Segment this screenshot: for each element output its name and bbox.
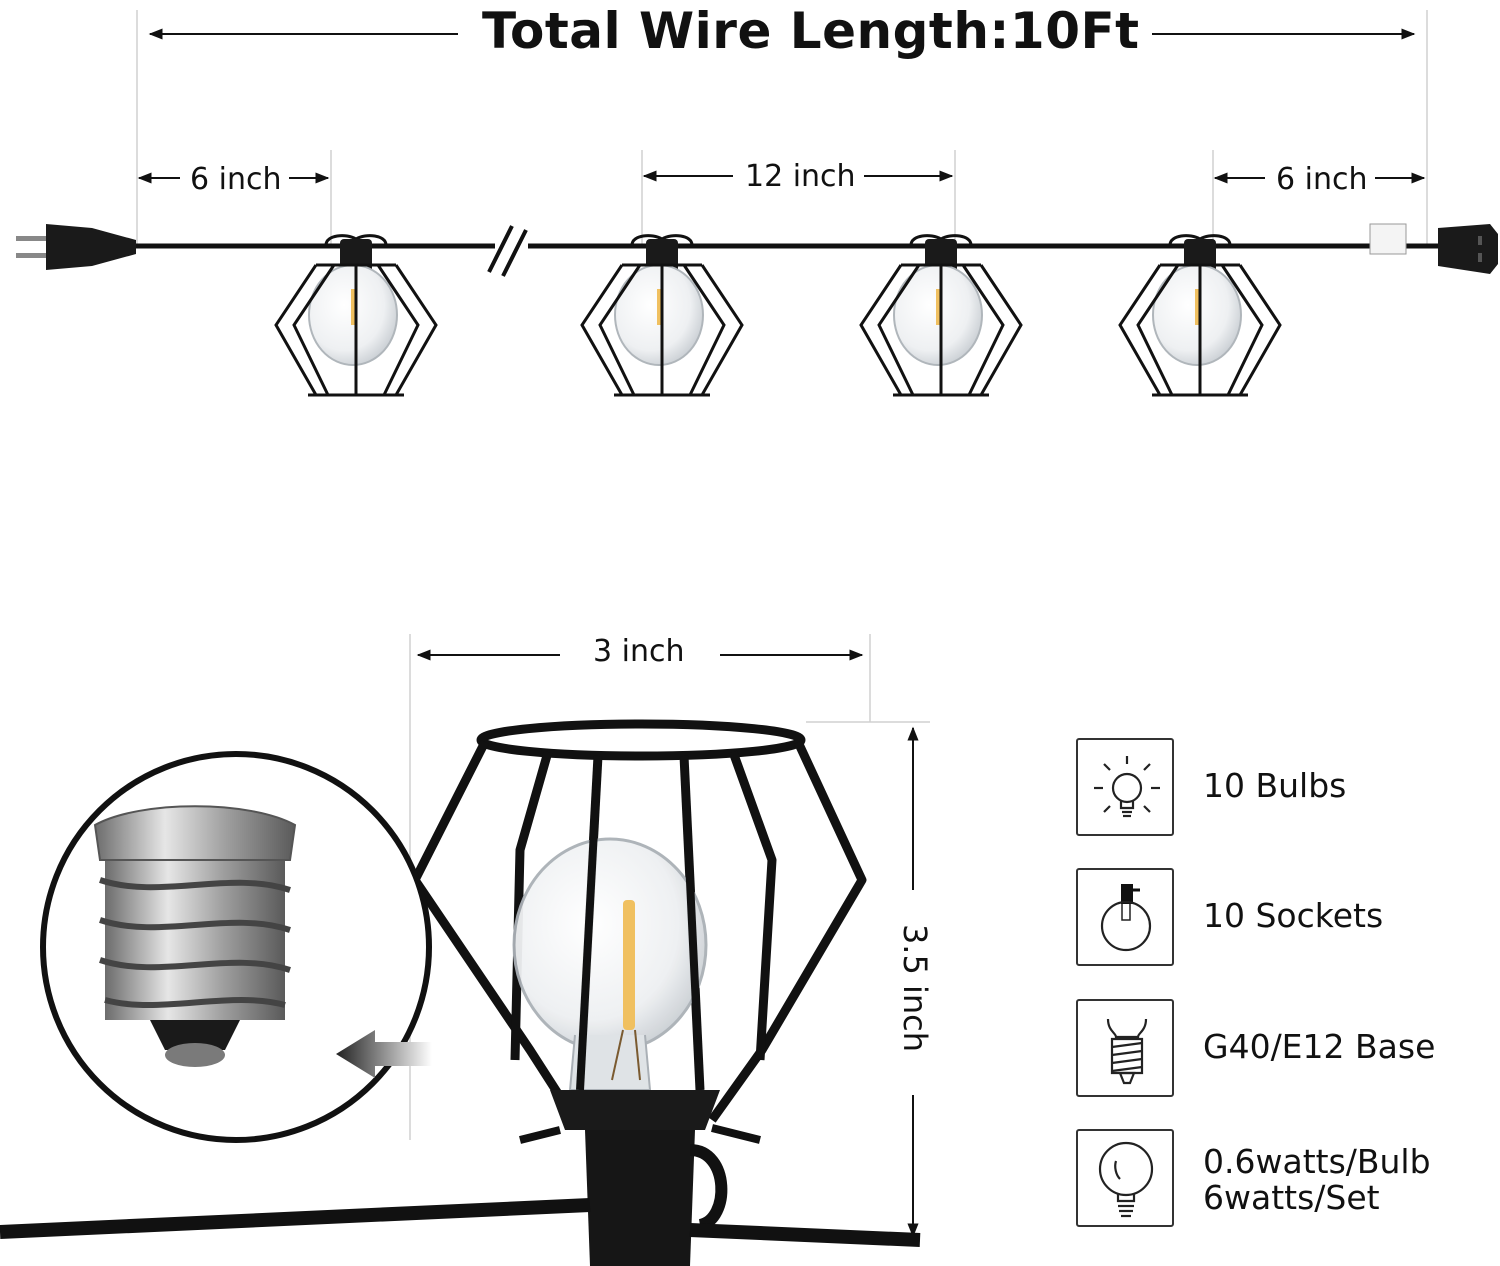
male-plug-icon xyxy=(16,224,136,270)
female-plug-icon xyxy=(1369,223,1498,274)
bulbs-count-label: 10 Bulbs xyxy=(1203,766,1347,805)
bulb-spacing-label: 12 inch xyxy=(737,162,864,192)
cage-height-label: 3.5 inch xyxy=(896,917,934,1059)
e12-base-closeup xyxy=(93,805,297,1067)
right-end-spacing-label: 6 inch xyxy=(1268,165,1376,195)
watts-per-bulb-label: 0.6watts/Bulb xyxy=(1203,1142,1431,1181)
socket-bulb-icon xyxy=(1076,868,1174,966)
sockets-count-label: 10 Sockets xyxy=(1203,896,1384,935)
cage-width-label: 3 inch xyxy=(585,637,693,667)
globe-bulb-icon xyxy=(1076,1129,1174,1227)
power-rating-label: 0.6watts/Bulb 6watts/Set xyxy=(1203,1144,1431,1216)
left-end-spacing-label: 6 inch xyxy=(182,165,290,195)
bulb-light-icon xyxy=(1076,738,1174,836)
total-length-label: Total Wire Length:10Ft xyxy=(470,6,1152,56)
watts-per-set-label: 6watts/Set xyxy=(1203,1178,1380,1217)
base-type-label: G40/E12 Base xyxy=(1203,1027,1436,1066)
screw-base-icon xyxy=(1076,999,1174,1097)
